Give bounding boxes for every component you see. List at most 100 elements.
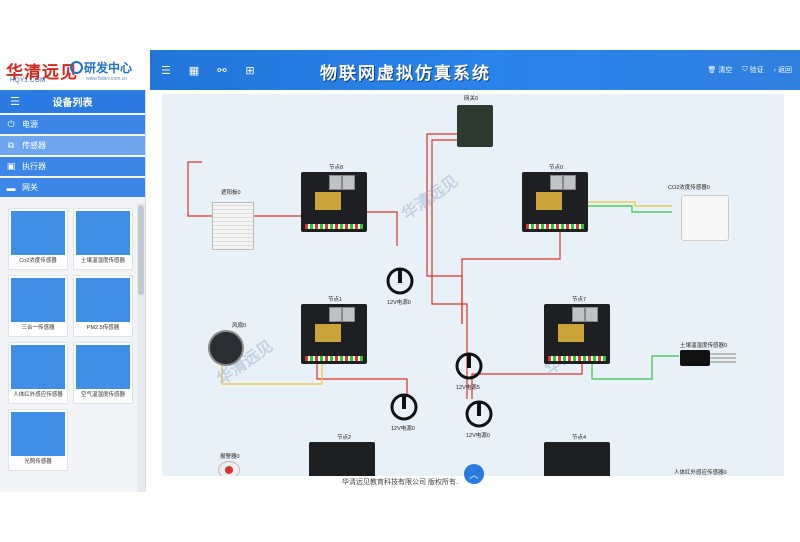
node-label: 节点7 (572, 297, 587, 303)
gateway-label: 网关0 (464, 96, 479, 102)
tile-pir-sensor[interactable]: 人体红外感应传感器 (8, 342, 68, 404)
device-icon[interactable]: ⊞ (245, 64, 255, 77)
node-label: 节点1 (328, 297, 343, 303)
shield-icon: ⛉ (742, 66, 748, 73)
node-board[interactable] (522, 172, 588, 232)
grid-icon[interactable]: ▦ (188, 64, 200, 77)
power-label: 12V电源0 (466, 433, 490, 439)
soil-sensor-icon (76, 211, 130, 255)
chip (558, 324, 584, 342)
node-board[interactable] (301, 172, 367, 232)
brand-name: 华清远见 (6, 62, 78, 82)
category-sensor[interactable]: ⧉ 传感器 (0, 136, 145, 155)
soil-sensor-device[interactable] (680, 350, 710, 366)
footer-copyright: 华清远见教育科技有限公司 版权所有. (342, 479, 458, 486)
node-board[interactable] (544, 304, 610, 364)
design-canvas[interactable]: 华清远见 华清远见 华清远见 网关0 节点8 节点0 节点1 节点7 节点2 节… (162, 94, 784, 476)
curtain-device[interactable] (212, 202, 254, 250)
back-button[interactable]: ‹返回 (774, 65, 792, 75)
relay (563, 175, 576, 190)
power-supply-icon[interactable] (464, 399, 494, 429)
folder-icon: ▬ (6, 182, 16, 193)
back-label: 返回 (778, 67, 792, 74)
gateway-device[interactable] (457, 105, 493, 147)
category-label: 传感器 (22, 141, 46, 150)
tile-label: Co2浓度传感器 (19, 258, 57, 264)
co2-sensor-icon (11, 211, 65, 255)
pin-header (526, 224, 584, 229)
pir-sensor-icon (11, 345, 65, 389)
relay (342, 307, 355, 322)
chevron-left-icon: ‹ (773, 66, 776, 74)
node-board[interactable] (309, 442, 375, 476)
sidebar-menu-icon[interactable]: ☰ (10, 96, 20, 108)
relay (329, 307, 342, 322)
tile-co2-sensor[interactable]: Co2浓度传感器 (8, 208, 68, 270)
category-gateway[interactable]: ▬网关 (0, 178, 145, 197)
pir-sensor-label: 人体红外感应传感器0 (674, 470, 727, 476)
tile-soil-sensor[interactable]: 土壤温湿度传感器 (73, 208, 133, 270)
sidebar-title: 设备列表 (52, 98, 93, 109)
wire (591, 355, 679, 380)
category-actuator[interactable]: ▣ 执行器 (0, 157, 145, 176)
pin-header (305, 356, 363, 361)
relay (342, 175, 355, 190)
sidebar-header: ☰ 设备列表 (0, 90, 145, 113)
scroll-up-button[interactable]: ︿ (464, 464, 484, 484)
rd-logo-icon (70, 61, 83, 74)
pin-header (548, 356, 606, 361)
fan-device[interactable] (208, 330, 244, 366)
tile-3in1-sensor[interactable]: 三合一传感器 (8, 275, 68, 337)
scroll-thumb[interactable] (138, 205, 144, 295)
sidebar-scrollbar[interactable] (137, 203, 145, 492)
power-label: 12V电源5 (456, 385, 480, 391)
category-power[interactable]: ⏻ 电源 (0, 115, 145, 134)
sensor-tile-list: Co2浓度传感器 土壤温湿度传感器 三合一传感器 PM2.5传感器 人体红外感应… (0, 203, 136, 492)
tile-light-sensor[interactable]: 光照传感器 (8, 409, 68, 471)
node-label: 节点2 (337, 435, 352, 441)
clear-button[interactable]: 🗑清空 (708, 65, 733, 75)
tile-label: 空气温湿度传感器 (80, 392, 125, 398)
power-supply-icon[interactable] (389, 392, 419, 422)
co2-sensor-device[interactable] (681, 195, 729, 241)
air-sensor-icon (76, 345, 130, 389)
tile-label: 人体红外感应传感器 (13, 392, 63, 398)
node-board[interactable] (544, 442, 610, 476)
verify-label: 验证 (749, 67, 764, 74)
app-window: 华清远见 HQYJ.COM 研发中心 www.fsdev.com.cn ☰ ▦ … (0, 50, 800, 492)
node-board[interactable] (301, 304, 367, 364)
power-supply-icon[interactable] (454, 351, 484, 381)
pm25-sensor-icon (76, 278, 130, 322)
rd-center-url: www.fsdev.com.cn (86, 76, 128, 82)
category-label: 执行器 (22, 162, 46, 171)
chevron-up-icon: ︿ (469, 469, 479, 480)
wire (431, 139, 468, 399)
power-label: 12V电源0 (387, 300, 411, 306)
wire (316, 354, 408, 394)
category-label: 电源 (22, 120, 38, 129)
sensor-icon: ⧉ (7, 140, 15, 150)
link-icon[interactable]: ⚯ (217, 64, 227, 77)
wiring-layer (187, 133, 679, 399)
node-label: 节点4 (572, 435, 587, 441)
menu-icon[interactable]: ☰ (161, 64, 171, 77)
co2-sensor-label: CO2浓度传感器0 (668, 185, 710, 191)
node-label: 节点8 (329, 165, 344, 171)
relay (572, 307, 585, 322)
image-icon: ▣ (6, 161, 16, 171)
alarm-label: 报警器0 (220, 454, 240, 460)
rd-center-name: 研发中心 (84, 61, 133, 75)
chip (536, 192, 562, 210)
power-icon: ⏻ (7, 119, 15, 129)
power-supply-icon[interactable] (385, 266, 415, 296)
tile-pm25-sensor[interactable]: PM2.5传感器 (73, 275, 133, 337)
alarm-device[interactable] (218, 461, 240, 476)
clear-label: 清空 (718, 67, 733, 74)
sidebar: ☰ 设备列表 ⏻ 电源 ⧉ 传感器 ▣ 执行器 ▬网关 Co2浓度传感器 土壤温湿度传… (0, 90, 146, 492)
chip (315, 192, 341, 210)
page-title: 物联网虚拟仿真系统 (320, 64, 491, 83)
tile-label: 三合一传感器 (21, 325, 55, 331)
verify-button[interactable]: ⛉验证 (742, 65, 763, 75)
tile-air-sensor[interactable]: 空气温湿度传感器 (73, 342, 133, 404)
soil-sensor-label: 土壤温湿度传感器0 (680, 343, 728, 349)
